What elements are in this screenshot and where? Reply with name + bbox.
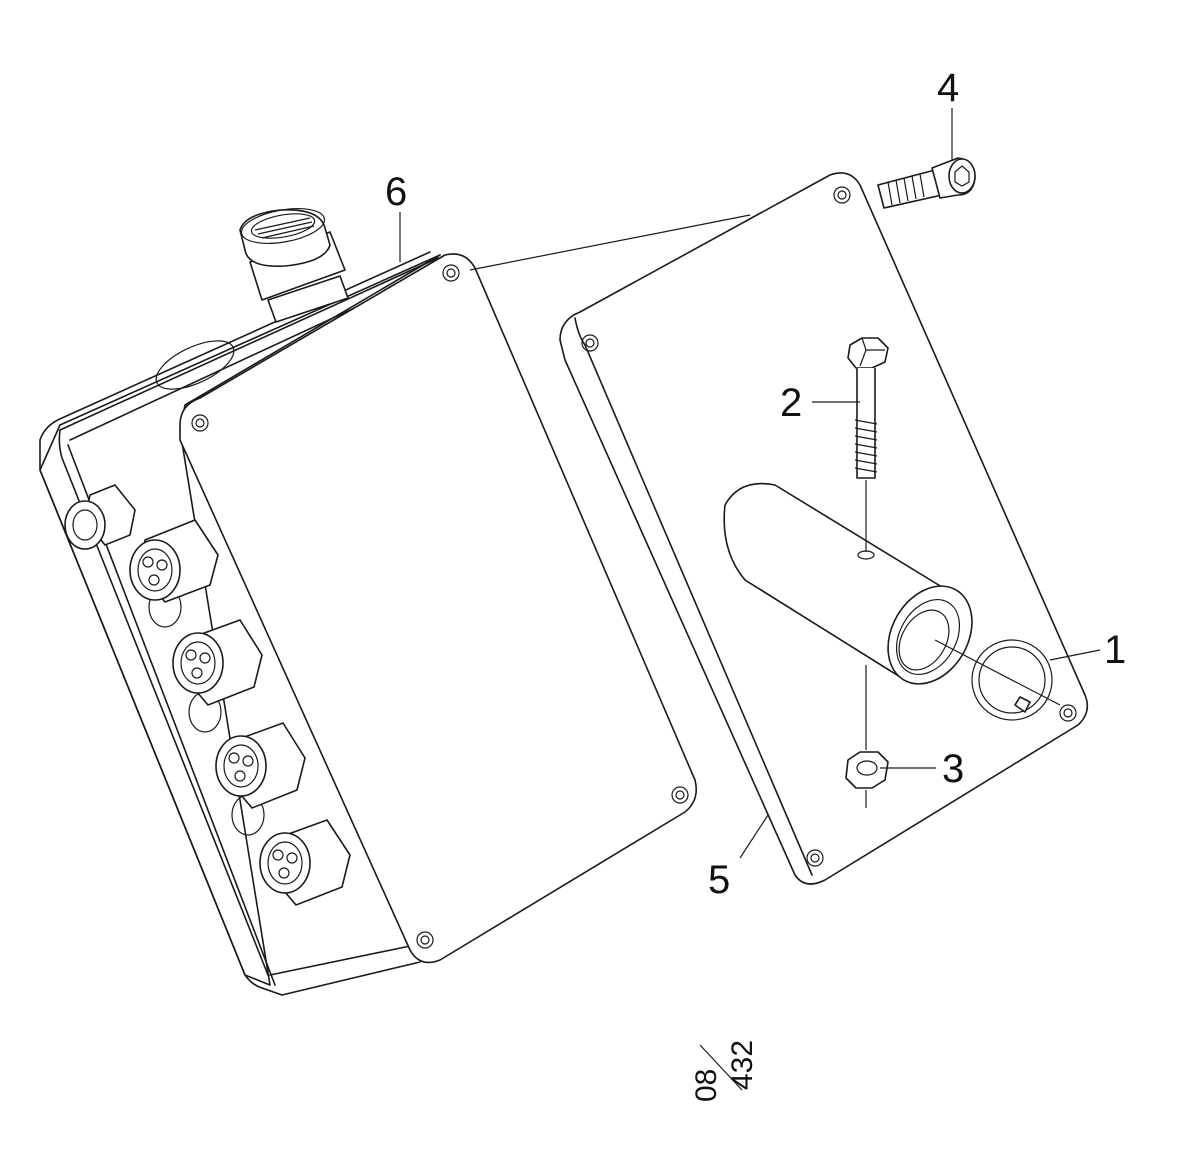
drawing-code-numerator: 08 [690, 1069, 723, 1102]
drawing-code-denominator: 432 [726, 1040, 759, 1090]
callout-4: 4 [937, 66, 959, 110]
top-cable-gland [239, 208, 349, 323]
side-small-gland [64, 484, 136, 550]
callout-6: 6 [385, 170, 407, 214]
enclosure-box [39, 208, 698, 996]
callout-1: 1 [1104, 628, 1126, 672]
cable-gland-3 [215, 722, 306, 836]
leader-1 [1049, 649, 1101, 661]
callout-2: 2 [780, 381, 802, 425]
retaining-ring [971, 639, 1053, 721]
drawing-code: 08 432 [690, 1040, 759, 1102]
callout-3: 3 [942, 747, 964, 791]
cable-gland-2 [172, 619, 263, 733]
mounting-plate [559, 172, 1089, 885]
ring-axis-line [934, 639, 1061, 706]
cable-gland-4 [259, 819, 351, 906]
callout-5: 5 [708, 858, 730, 902]
socket-cap-screw [877, 157, 976, 209]
hex-nut [845, 665, 889, 808]
cable-gland-1 [129, 519, 219, 628]
alignment-line [469, 214, 751, 271]
hex-bolt [847, 337, 889, 552]
leader-5 [739, 814, 769, 859]
